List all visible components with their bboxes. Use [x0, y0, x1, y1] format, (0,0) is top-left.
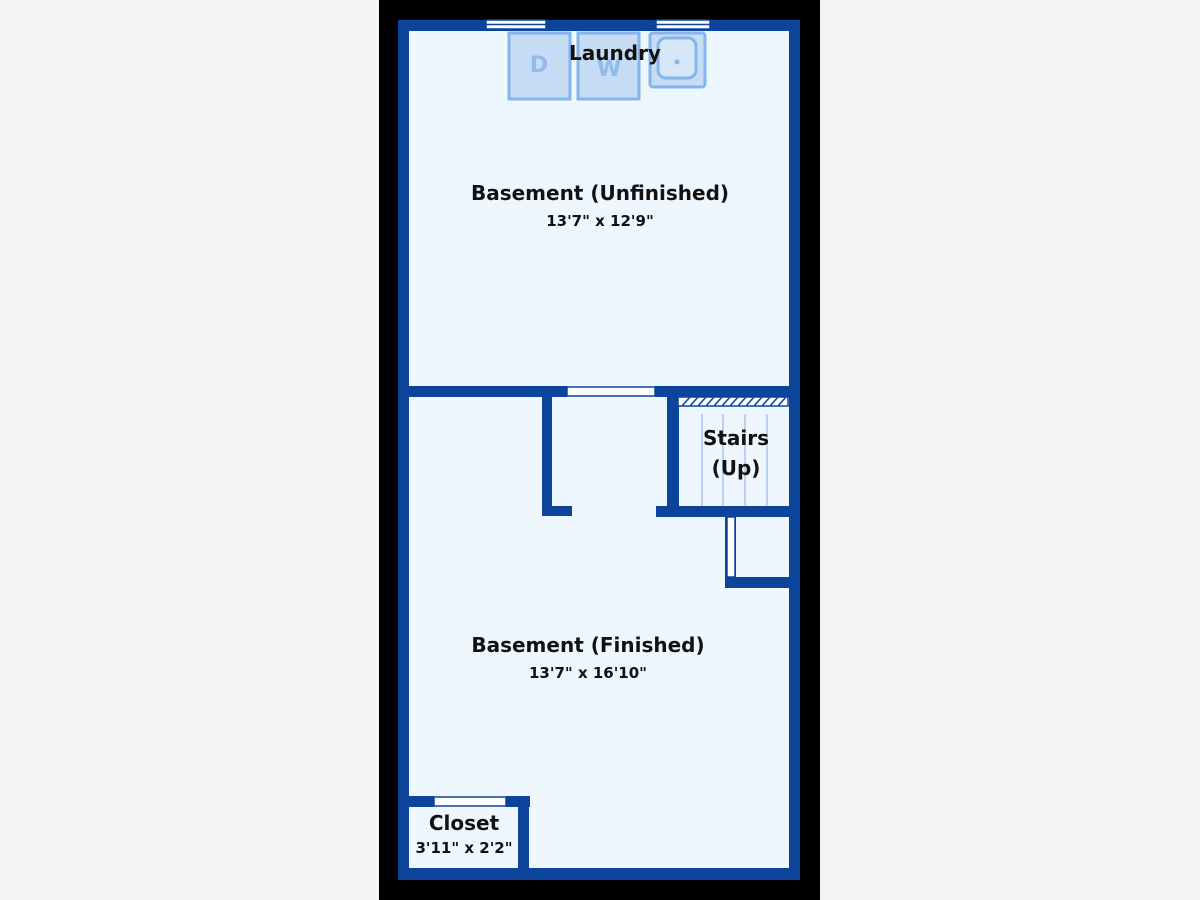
- sink-icon: [648, 31, 707, 89]
- stairs-label-line2: (Up): [712, 456, 761, 480]
- dryer-letter: D: [530, 53, 548, 78]
- stairs-label-line1: Stairs: [703, 426, 769, 450]
- laundry-label: Laundry: [569, 41, 661, 65]
- basement-unfinished-dimensions: 13'7" x 12'9": [546, 212, 654, 230]
- washer-icon: W: [576, 31, 641, 101]
- stairs-hatch: [677, 396, 789, 407]
- opening-hall: [566, 386, 656, 397]
- closet-title: Closet: [429, 811, 500, 835]
- dryer-icon: D: [507, 31, 572, 101]
- closet-dimensions: 3'11" x 2'2": [415, 839, 512, 857]
- opening-utility: [726, 516, 736, 578]
- washer-letter: W: [597, 57, 621, 82]
- basement-unfinished-title: Basement (Unfinished): [471, 181, 729, 205]
- opening-closet: [433, 796, 507, 807]
- basement-finished-title: Basement (Finished): [471, 633, 704, 657]
- basement-finished-dimensions: 13'7" x 16'10": [529, 664, 647, 682]
- windows: [433, 19, 736, 807]
- floor-area: [398, 20, 800, 880]
- stairs-treads: [701, 414, 768, 509]
